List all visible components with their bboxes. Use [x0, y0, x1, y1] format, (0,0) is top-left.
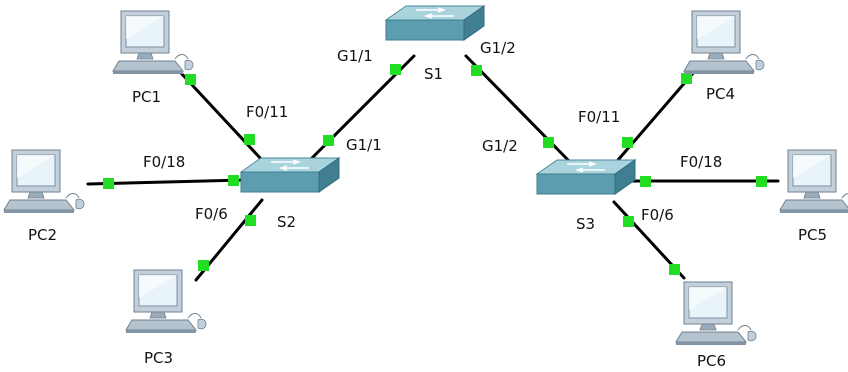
link-light — [198, 260, 209, 271]
port-label: G1/1 — [346, 136, 382, 154]
link-s2-pc1[interactable] — [178, 70, 264, 162]
port-label: F0/11 — [578, 108, 620, 126]
link-light — [244, 134, 255, 145]
switch-label: S2 — [277, 213, 296, 231]
port-label: F0/18 — [143, 153, 185, 171]
pc-label: PC5 — [798, 226, 827, 244]
port-label: F0/18 — [680, 153, 722, 171]
switch-label: S1 — [424, 65, 443, 83]
pc-icon — [3, 149, 85, 214]
switch-s3[interactable]: S3 — [536, 159, 636, 233]
port-label: G1/1 — [337, 47, 373, 65]
pc-pc3[interactable]: PC3 — [125, 269, 207, 367]
link-light — [323, 135, 334, 146]
pc-icon — [779, 149, 848, 214]
switch-icon — [385, 5, 485, 41]
link-light — [471, 65, 482, 76]
link-light — [640, 176, 651, 187]
pc-pc1[interactable]: PC1 — [112, 10, 194, 106]
port-label: F0/6 — [195, 205, 228, 223]
link-light — [185, 74, 196, 85]
link-light — [103, 178, 114, 189]
pc-icon — [683, 10, 765, 75]
link-light — [245, 215, 256, 226]
link-lights — [103, 64, 767, 275]
link-light — [390, 64, 401, 75]
link-light — [622, 137, 633, 148]
pc-pc4[interactable]: PC4 — [683, 10, 765, 103]
switch-s2[interactable]: S2 — [240, 157, 340, 231]
link-light — [681, 73, 692, 84]
switch-icon — [240, 157, 340, 193]
pc-label: PC1 — [132, 88, 161, 106]
port-label: F0/11 — [246, 103, 288, 121]
switch-icon — [536, 159, 636, 195]
port-labels: G1/1 G1/1 G1/2 G1/2 F0/11 F0/18 F0/6 F0/… — [143, 39, 722, 224]
pc-label: PC2 — [28, 226, 57, 244]
link-light — [756, 176, 767, 187]
switch-s1[interactable]: S1 — [385, 5, 485, 83]
link-light — [228, 175, 239, 186]
switch-label: S3 — [576, 215, 595, 233]
cables — [86, 54, 780, 282]
link-light — [623, 216, 634, 227]
port-label: G1/2 — [482, 137, 518, 155]
link-light — [669, 264, 680, 275]
pc-pc2[interactable]: PC2 — [3, 149, 85, 244]
pc-pc5[interactable]: PC5 — [779, 149, 848, 244]
link-light — [543, 137, 554, 148]
pc-icon — [675, 281, 757, 346]
port-label: F0/6 — [641, 206, 674, 224]
pc-pc6[interactable]: PC6 — [675, 281, 757, 370]
pc-icon — [125, 269, 207, 334]
pc-icon — [112, 10, 194, 75]
pc-label: PC6 — [697, 352, 726, 370]
port-label: G1/2 — [480, 39, 516, 57]
pc-label: PC4 — [706, 85, 735, 103]
pc-label: PC3 — [144, 349, 173, 367]
